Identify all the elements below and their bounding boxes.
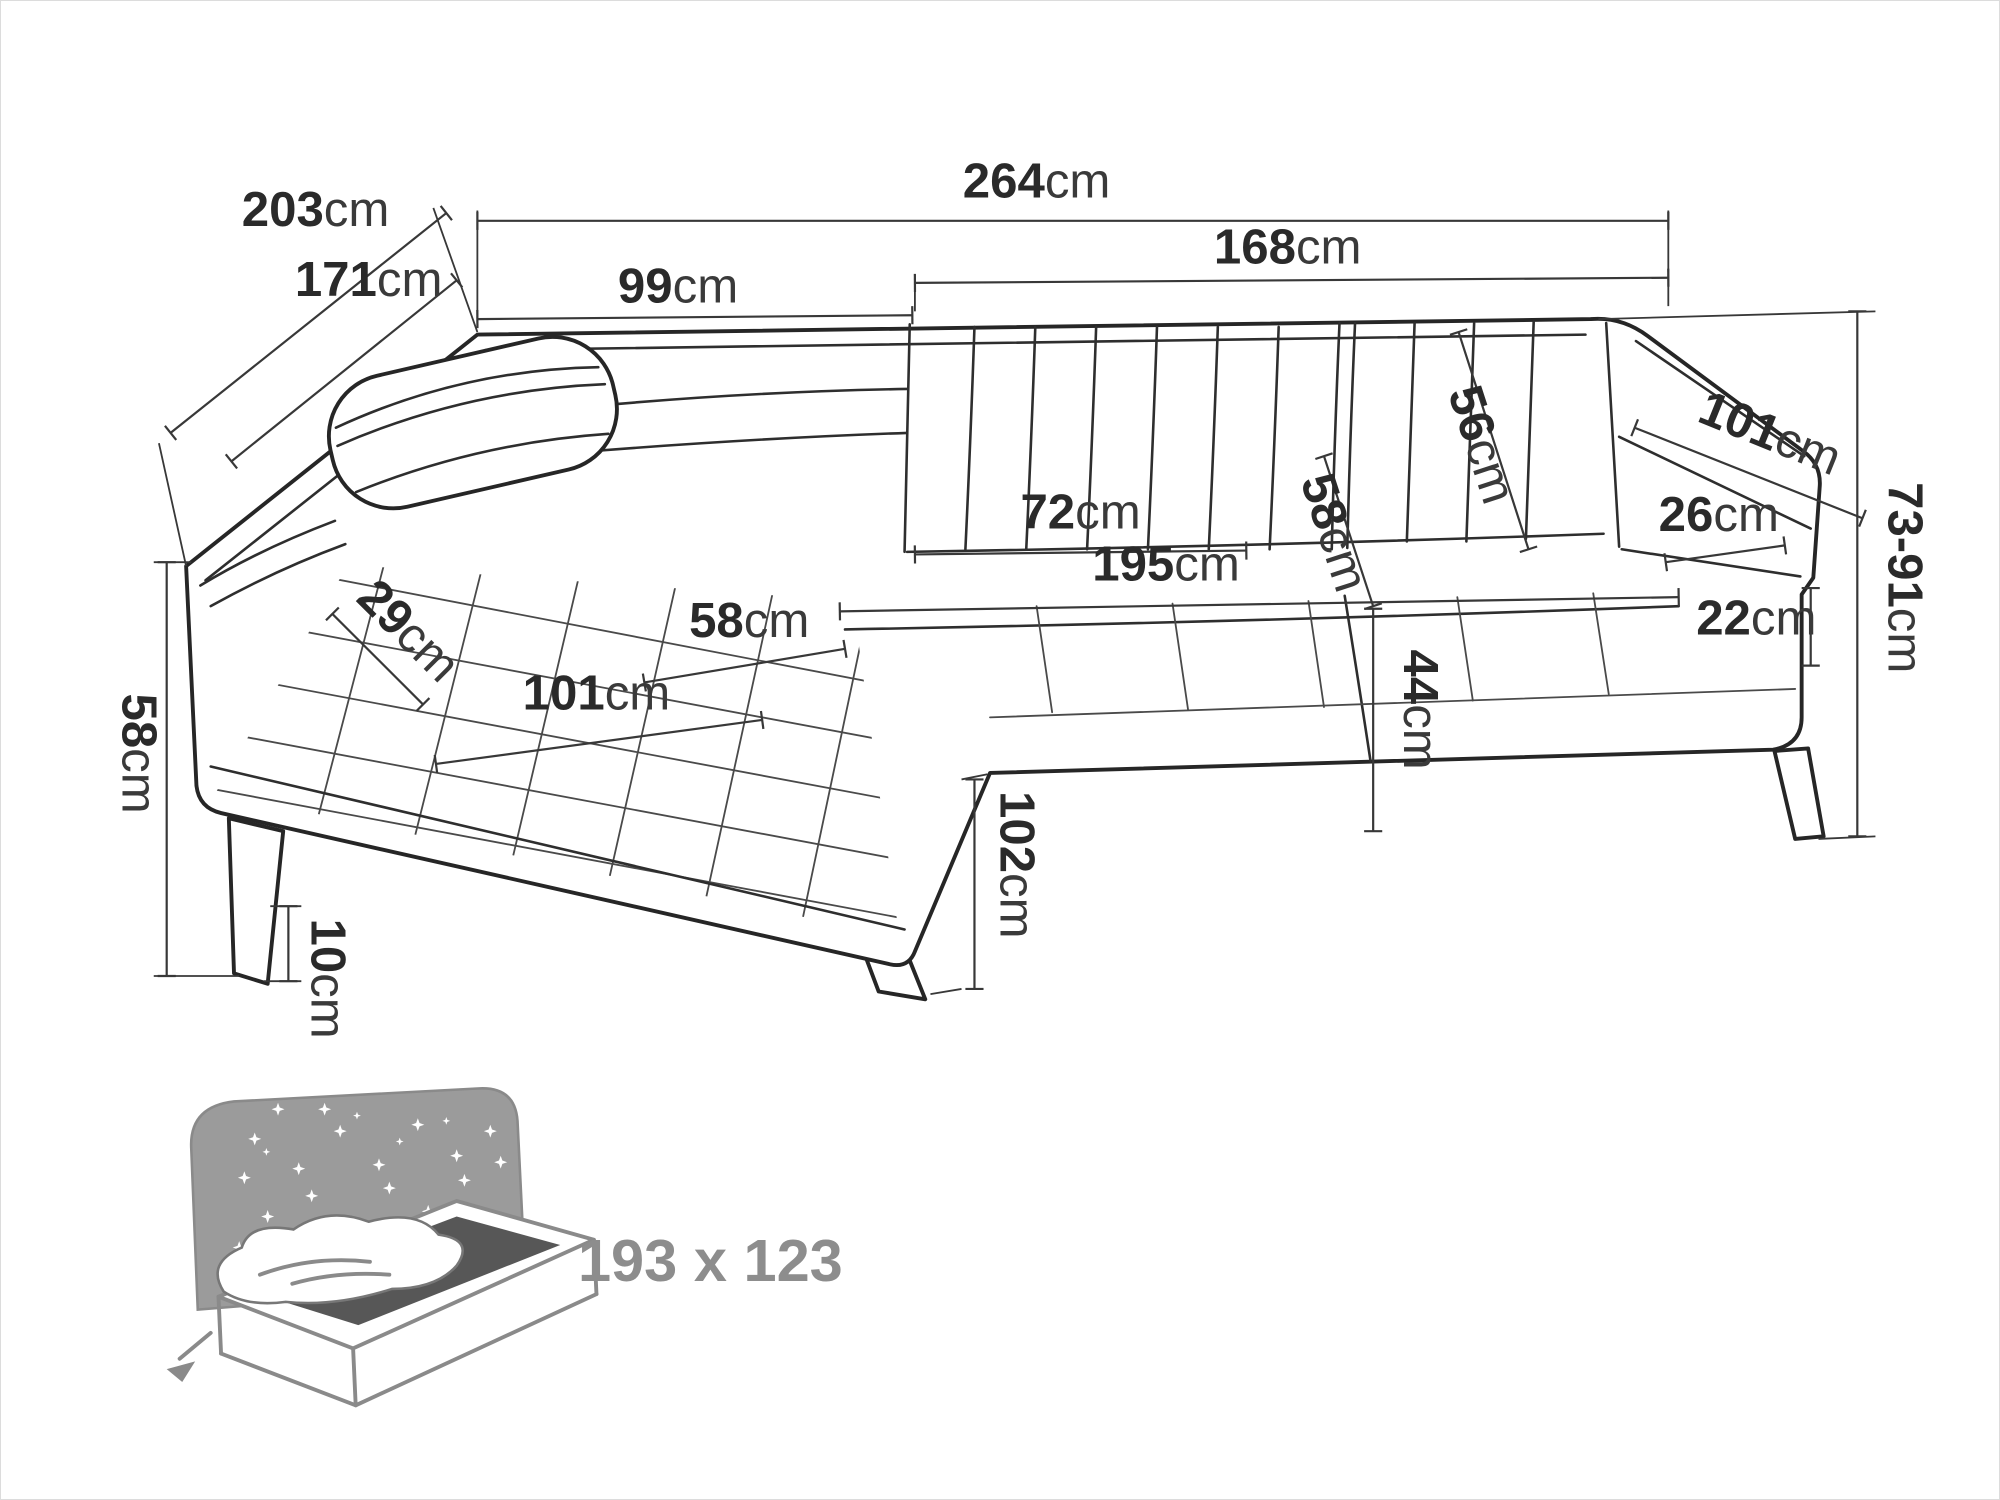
- dim-side-height-label: 58cm: [112, 694, 167, 814]
- chaise-quilting: [215, 564, 900, 938]
- pull-out-arrow-icon: [166, 1330, 213, 1383]
- dim-leg-height: 10cm: [263, 905, 356, 1039]
- dim-chaise-seat-width-label: 58cm: [689, 593, 809, 648]
- bed-duvet-fold2: [290, 1271, 392, 1286]
- dim-armrest-top-width: 26cm: [1659, 487, 1788, 572]
- dim-chaise-total-depth-label: 102cm: [989, 791, 1044, 938]
- dim-chaise-seat-length-label: 101cm: [523, 666, 671, 721]
- left-armrest: [199, 519, 347, 608]
- dim-overall-height-range-label: 73-91cm: [1877, 482, 1932, 673]
- dim-seat-length-label: 195cm: [1092, 536, 1240, 591]
- dim-total-depth: 203cm: [158, 182, 479, 567]
- dim-inner-depth: 171cm: [224, 252, 464, 470]
- dim-seat-section-width-label: 168cm: [1214, 220, 1362, 275]
- dim-chaise-section-width-label: 99cm: [618, 258, 738, 313]
- dim-seat-section-width: 168cm: [913, 220, 1670, 312]
- dim-seat-depth: 72cm: [913, 485, 1248, 564]
- bed-base: [216, 1237, 599, 1408]
- dim-total-depth-label: 203cm: [242, 182, 390, 237]
- bed-duvet-fold: [257, 1258, 372, 1277]
- dim-chaise-seat-width: 58cm: [641, 593, 848, 692]
- dim-chaise-seat-length: 101cm: [433, 666, 765, 774]
- dim-leg-height-label: 10cm: [301, 919, 356, 1039]
- dim-armrest-top-width-label: 26cm: [1659, 487, 1779, 542]
- dim-seat-depth-label: 72cm: [1020, 485, 1140, 540]
- dim-overall-height-range: 73-91cm: [1598, 310, 1932, 840]
- dim-seat-height: 44cm: [1364, 607, 1448, 833]
- dim-inner-depth-label: 171cm: [295, 252, 443, 307]
- dim-total-width-label: 264cm: [963, 154, 1111, 209]
- dim-armrest-front-height: 22cm: [1696, 586, 1820, 667]
- dim-chaise-section-width: 99cm: [476, 258, 914, 329]
- dim-side-height: 58cm: [112, 561, 240, 978]
- dim-seat-length: 195cm: [838, 536, 1680, 621]
- dim-chaise-total-depth: 102cm: [930, 773, 1044, 995]
- dim-armrest-front-height-label: 22cm: [1696, 591, 1816, 646]
- sofa-bed-function-icon: [166, 1087, 599, 1408]
- sleeping-area-label: 193 x 123: [578, 1227, 843, 1294]
- dim-seat-height-label: 44cm: [1393, 650, 1448, 770]
